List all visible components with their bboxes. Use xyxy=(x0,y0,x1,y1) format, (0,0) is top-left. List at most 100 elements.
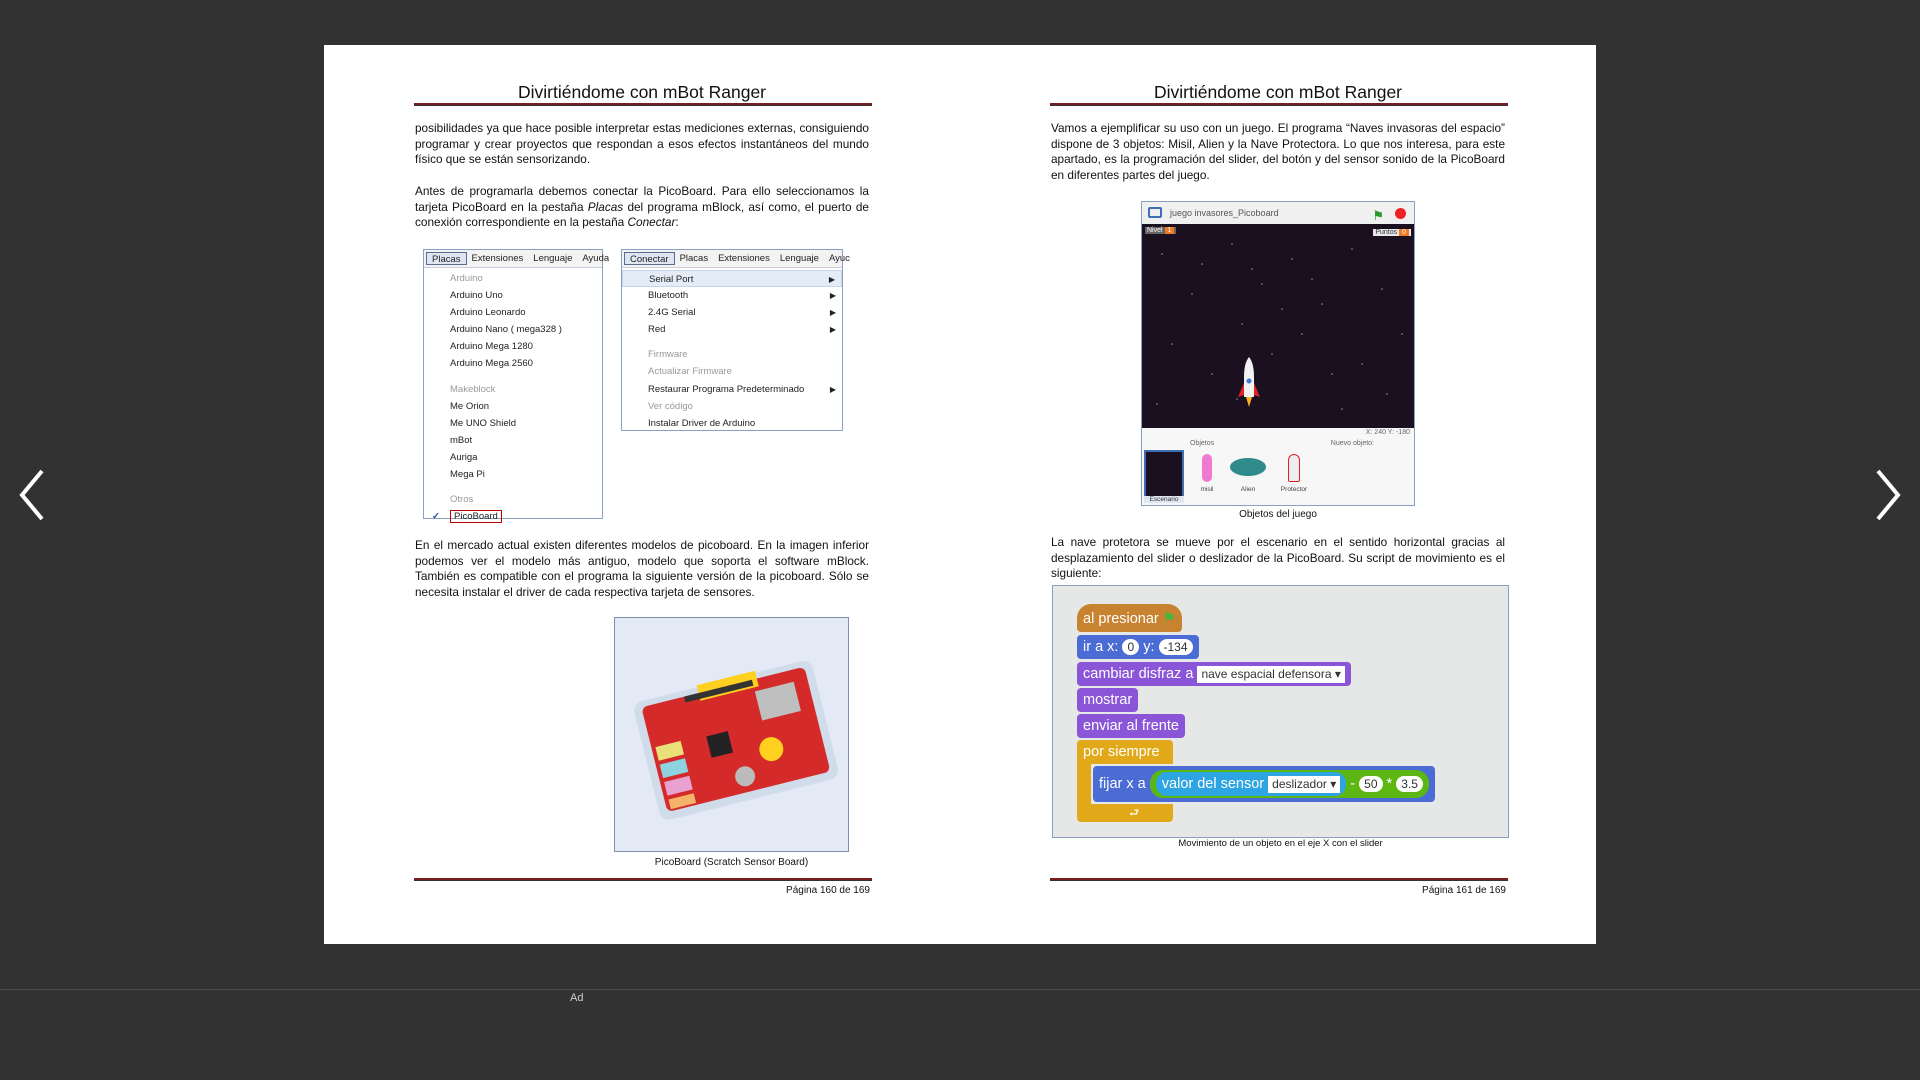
when-flag-block: al presionar ⚑ xyxy=(1077,604,1182,632)
nuevo-objeto-label: Nuevo objeto: xyxy=(1330,440,1374,447)
protector-sprite xyxy=(1288,454,1300,482)
stage-coords: X: 240 Y: -180 xyxy=(1365,429,1410,436)
game-screenshot: juego invasores_Picoboard ⚑ xyxy=(1141,201,1415,506)
menu-tab-ayuda: Ayuc xyxy=(828,253,850,264)
paragraph-text: : xyxy=(675,215,679,229)
chevron-right-icon xyxy=(1876,469,1901,521)
menu-tab-extensiones: Extensiones xyxy=(471,253,524,264)
block-label: al presionar xyxy=(1083,611,1159,627)
sprite-label: misil xyxy=(1200,486,1214,493)
game-title: juego invasores_Picoboard xyxy=(1170,208,1279,218)
scratch-script-image: al presionar ⚑ ir a x: 0 y: -134 cambiar… xyxy=(1052,585,1509,838)
misil-sprite xyxy=(1202,454,1212,482)
menu-item-bluetooth: Bluetooth ▶ xyxy=(622,287,842,304)
sprite-label: Alien xyxy=(1240,486,1256,493)
figure-caption: PicoBoard (Scratch Sensor Board) xyxy=(654,857,809,868)
emphasis-placas: Placas xyxy=(587,199,624,214)
nivel-monitor: Nivel 1 xyxy=(1145,227,1177,234)
game-titlebar: juego invasores_Picoboard ⚑ xyxy=(1142,202,1414,224)
sensor-dropdown: deslizador ▾ xyxy=(1268,775,1341,793)
block-label: valor del sensor xyxy=(1161,776,1265,793)
menu-separator xyxy=(622,338,842,346)
menu-tab-ayuda: Ayuda xyxy=(582,253,610,264)
chevron-left-icon xyxy=(19,469,44,521)
forever-arm xyxy=(1077,764,1091,806)
header-rule xyxy=(1050,103,1508,106)
menu-tab-placas: Placas xyxy=(426,252,467,265)
ad-label: Ad xyxy=(570,992,584,1004)
show-block: mostrar xyxy=(1077,688,1139,712)
switch-costume-block: cambiar disfraz a nave espacial defensor… xyxy=(1077,662,1351,686)
menu-item: Actualizar Firmware xyxy=(648,366,732,378)
times-operator: * xyxy=(1386,776,1393,793)
y-value: -134 xyxy=(1158,639,1193,656)
checkmark-icon: ✓ xyxy=(432,511,440,523)
picoboard-label: PicoBoard xyxy=(450,510,502,524)
menu-item-24g: 2.4G Serial▶ xyxy=(622,304,842,321)
menu-item-serial-port: Serial Port ▶ xyxy=(622,270,842,288)
menu-item: Arduino xyxy=(450,273,483,284)
times-value: 3.5 xyxy=(1396,776,1423,793)
green-flag-icon: ⚑ xyxy=(1372,208,1384,223)
menu-item-label: Bluetooth xyxy=(648,290,689,302)
placas-menu-screenshot: Placas Extensiones Lenguaje Ayuda Arduin… xyxy=(423,249,609,524)
puntos-label: Puntos xyxy=(1375,229,1398,236)
right-page: Divirtiéndome con mBot Ranger Vamos a ej… xyxy=(1050,45,1509,944)
menu-item: Me UNO Shield xyxy=(450,417,516,429)
document-spread: Divirtiéndome con mBot Ranger posibilida… xyxy=(324,45,1596,944)
nivel-value: 1 xyxy=(1164,227,1175,234)
menu-item: Arduino Mega 1280 xyxy=(450,341,533,353)
menu-bar: Placas Extensiones Lenguaje Ayuda xyxy=(424,250,609,268)
submenu-arrow-icon: ▶ xyxy=(829,291,836,301)
costume-value: nave espacial defensora xyxy=(1201,666,1332,681)
menu-item: Otros xyxy=(450,494,474,506)
picoboard-photo xyxy=(614,617,849,852)
paragraph: posibilidades ya que hace posible interp… xyxy=(415,121,869,166)
block-label: ir a x: xyxy=(1083,639,1119,655)
next-page-button[interactable] xyxy=(1868,465,1908,525)
menu-item: Me Orion xyxy=(450,400,490,412)
forever-bottom: ⮐ xyxy=(1077,804,1173,822)
previous-page-button[interactable] xyxy=(12,465,52,525)
page-number: Página 160 de 169 xyxy=(786,885,870,896)
menu-item-label: Red xyxy=(648,324,666,336)
minus-value: 50 xyxy=(1359,776,1383,793)
block-label: cambiar disfraz a xyxy=(1083,666,1194,682)
stage-thumbnail xyxy=(1144,450,1184,498)
paragraph: Antes de programarla debemos conectar la… xyxy=(415,184,869,231)
minus-operator: - xyxy=(1350,776,1356,793)
menu-item: Instalar Driver de Arduino xyxy=(648,417,756,429)
operator-block: valor del sensor deslizador ▾ - 50 * 3.5 xyxy=(1149,770,1429,799)
paragraph: En el mercado actual existen diferentes … xyxy=(415,538,869,599)
paragraph: La nave protetora se mueve por el escena… xyxy=(1051,535,1505,580)
menu-item: Auriga xyxy=(450,451,478,463)
go-to-front-block: enviar al frente xyxy=(1077,714,1185,738)
forever-block: por siempre xyxy=(1077,740,1173,764)
figure-caption: Objetos del juego xyxy=(1239,509,1317,520)
menu-item: Mega Pi xyxy=(450,469,485,481)
paragraph-text: del programa mBlock, así como, el puerto… xyxy=(415,199,869,230)
page-header: Divirtiéndome con mBot Ranger xyxy=(1153,82,1403,102)
game-stage: Nivel 1 Puntos 0 xyxy=(1142,224,1414,428)
submenu-arrow-icon: ▶ xyxy=(828,275,835,284)
paragraph-text: Antes de programarla debemos conectar la… xyxy=(415,184,869,214)
menu-item-picoboard: ✓ PicoBoard xyxy=(424,508,602,525)
set-x-block: fijar x a valor del sensor deslizador ▾ … xyxy=(1093,766,1435,802)
header-rule xyxy=(414,103,872,106)
alien-sprite xyxy=(1230,458,1266,476)
menu-item-label: Serial Port xyxy=(649,274,694,285)
sprite-label: Protector xyxy=(1280,486,1308,493)
submenu-arrow-icon: ▶ xyxy=(829,325,836,335)
menu-bar: Conectar Placas Extensiones Lenguaje Ayu… xyxy=(622,250,850,268)
menu-item-restaurar: Restaurar Programa Predeterminado▶ xyxy=(622,381,842,398)
objetos-label: Objetos xyxy=(1190,440,1215,447)
block-label: fijar x a xyxy=(1099,776,1146,792)
menu-item: Makeblock xyxy=(450,383,496,395)
menu-item: Arduino Uno xyxy=(450,290,503,302)
menu-tab-lenguaje: Lenguaje xyxy=(779,253,819,264)
submenu-arrow-icon: ▶ xyxy=(829,384,836,394)
menu-item: Arduino Mega 2560 xyxy=(450,358,533,370)
page-number: Página 161 de 169 xyxy=(1422,885,1506,896)
sensor-value-block: valor del sensor deslizador ▾ xyxy=(1155,772,1347,797)
menu-item: Ver código xyxy=(648,400,693,412)
